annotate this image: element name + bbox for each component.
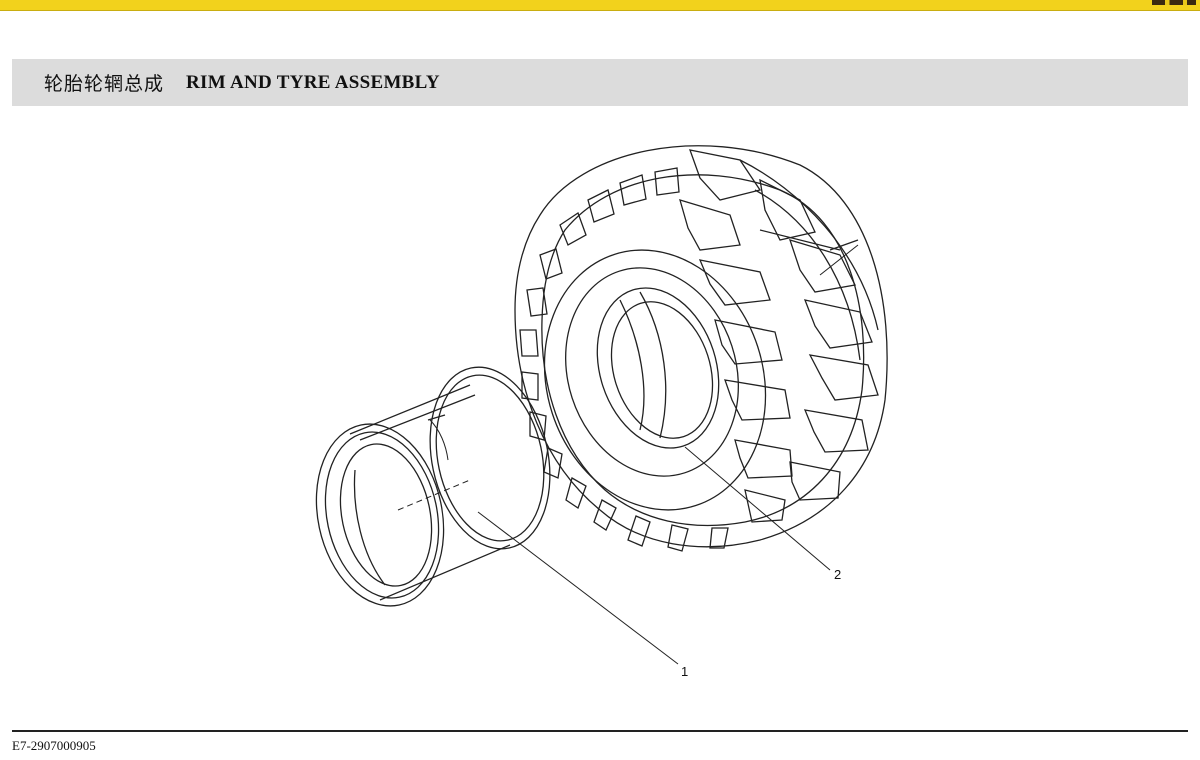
leader-line-2 [684, 446, 831, 571]
brand-logo-icon [1152, 0, 1196, 5]
page-title-english: RIM AND TYRE ASSEMBLY [186, 71, 440, 93]
footer-divider [12, 730, 1188, 732]
tyre-part [514, 145, 888, 552]
exploded-parts-drawing: 1 2 [315, 145, 888, 679]
callout-label-1: 1 [681, 664, 688, 679]
rim-part [315, 366, 551, 607]
top-accent-bar [0, 0, 1200, 11]
page-title-chinese: 轮胎轮辋总成 [44, 73, 165, 95]
document-code: E7-2907000905 [12, 738, 96, 753]
callout-label-2: 2 [834, 567, 841, 582]
section-title-band: 轮胎轮辋总成 RIM AND TYRE ASSEMBLY [12, 59, 1188, 106]
leader-line-1 [477, 511, 679, 665]
